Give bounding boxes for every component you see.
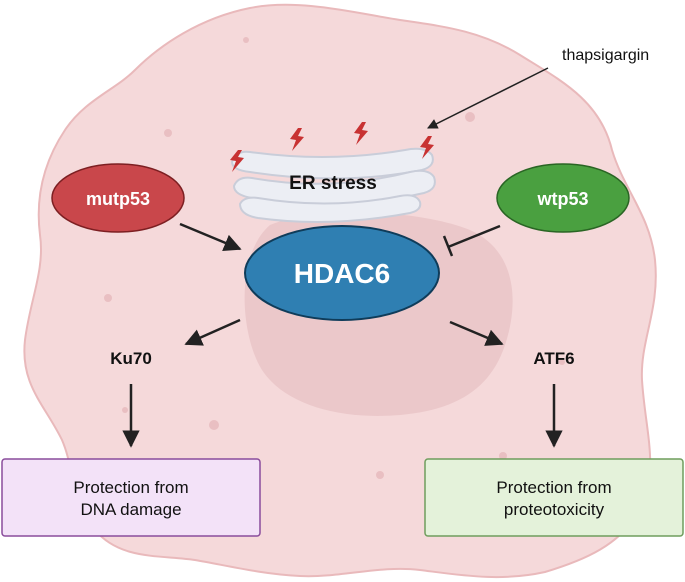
er-stress-label: ER stress — [289, 173, 377, 194]
lightning-bolt-icon — [290, 128, 304, 151]
outcome-left-line2: DNA damage — [80, 500, 181, 519]
mutp53-label: mutp53 — [86, 189, 150, 209]
hdac6-label: HDAC6 — [294, 258, 390, 289]
thapsigargin-arrow — [427, 67, 549, 129]
outcome-right-line1: Protection from — [496, 478, 611, 497]
wtp53-node: wtp53 — [496, 163, 630, 233]
mutp53-to-hdac6-arrow — [179, 222, 242, 252]
lightning-bolt-icon — [420, 136, 434, 159]
outcome-box-right-rect — [424, 458, 684, 537]
hdac6-to-ku70-arrow — [184, 318, 241, 346]
outcome-box-left-rect — [1, 458, 261, 537]
thapsigargin-label: thapsigargin — [562, 47, 649, 64]
outcome-box-proteotoxicity: Protection from proteotoxicity — [424, 458, 684, 537]
wtp53-inhibits-hdac6 — [442, 224, 501, 257]
outcome-right-line2: proteotoxicity — [504, 500, 605, 519]
cytoplasm-dots — [104, 37, 565, 479]
mutp53-node: mutp53 — [51, 163, 185, 233]
hdac6-ellipse — [244, 225, 440, 321]
hdac6-to-atf6-arrow — [449, 320, 504, 346]
lightning-bolt-icon — [230, 150, 244, 172]
wtp53-ellipse — [496, 163, 630, 233]
outcome-box-dna-damage: Protection from DNA damage — [1, 458, 261, 537]
mutp53-ellipse — [51, 163, 185, 233]
lightning-bolts — [230, 122, 434, 172]
ku70-label: Ku70 — [110, 349, 152, 368]
lightning-bolt-icon — [354, 122, 368, 145]
wtp53-label: wtp53 — [536, 189, 588, 209]
er-membrane-icon — [230, 147, 436, 223]
outcome-left-line1: Protection from — [73, 478, 188, 497]
hdac6-node: HDAC6 — [244, 225, 440, 321]
atf6-label: ATF6 — [533, 349, 574, 368]
